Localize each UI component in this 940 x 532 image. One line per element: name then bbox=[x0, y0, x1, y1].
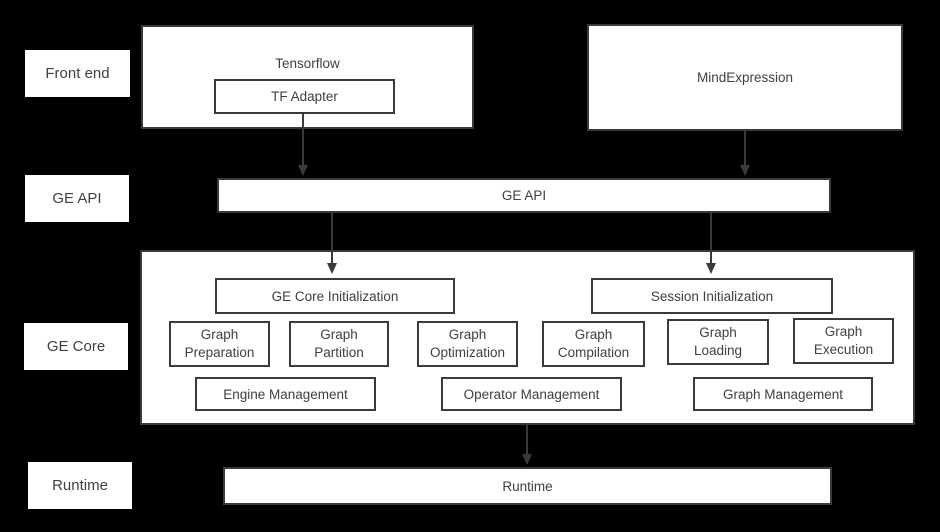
node-graph-management: Graph Management bbox=[693, 377, 873, 411]
row-label-runtime: Runtime bbox=[28, 462, 132, 509]
node-graph-execution: Graph Execution bbox=[793, 318, 894, 364]
node-engine-management: Engine Management bbox=[195, 377, 376, 411]
row-label-front-end: Front end bbox=[25, 50, 130, 97]
node-tensorflow-label: Tensorflow bbox=[275, 56, 340, 71]
node-tensorflow: Tensorflow TF Adapter bbox=[141, 25, 474, 129]
node-tf-adapter: TF Adapter bbox=[214, 79, 395, 114]
node-graph-compilation: Graph Compilation bbox=[542, 321, 645, 367]
node-mindexpression: MindExpression bbox=[587, 24, 903, 131]
arrow-ge-api-to-session-initialization bbox=[710, 213, 712, 263]
node-operator-management: Operator Management bbox=[441, 377, 622, 411]
arrow-mindexpression-to-ge-api bbox=[744, 131, 746, 165]
arrow-tf-adapter-to-ge-api bbox=[302, 114, 304, 165]
node-graph-loading: Graph Loading bbox=[667, 319, 769, 365]
node-graph-optimization: Graph Optimization bbox=[417, 321, 518, 367]
node-ge-core-container: GE Core Initialization Session Initializ… bbox=[140, 250, 915, 425]
arrow-ge-core-to-runtime bbox=[526, 425, 528, 454]
node-graph-preparation: Graph Preparation bbox=[169, 321, 270, 367]
arrow-ge-api-to-ge-core-initialization bbox=[331, 213, 333, 263]
node-session-initialization: Session Initialization bbox=[591, 278, 833, 314]
node-runtime-bar: Runtime bbox=[223, 467, 832, 505]
row-label-ge-core: GE Core bbox=[24, 323, 128, 370]
node-ge-core-initialization: GE Core Initialization bbox=[215, 278, 455, 314]
row-label-ge-api: GE API bbox=[25, 175, 129, 222]
node-ge-api-bar: GE API bbox=[217, 178, 831, 213]
node-graph-partition: Graph Partition bbox=[289, 321, 389, 367]
